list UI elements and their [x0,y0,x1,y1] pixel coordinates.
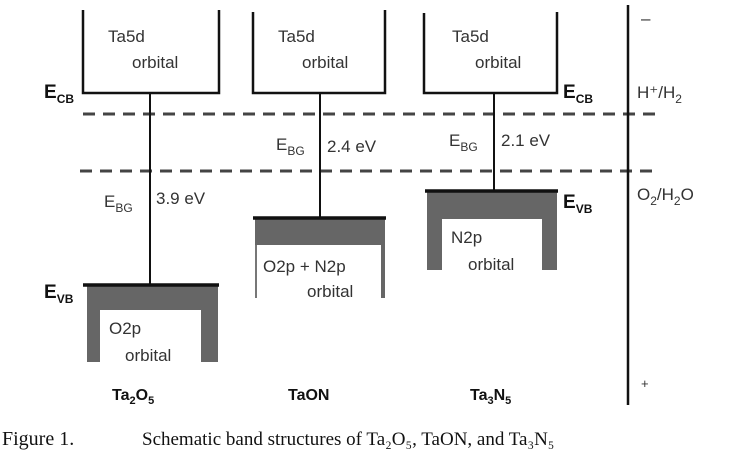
ta3n5-ebg-label: EBG [449,131,478,154]
o-redox-label: O2/H2O [637,185,694,208]
ta3n5-bandgap-value: 2.1 eV [501,131,551,150]
ecb-label: ECB [44,82,74,106]
ta2o5-evb-label: EVB [44,282,74,306]
ta3n5-name: Ta3N5 [470,387,511,407]
plus-sign: + [641,376,649,391]
ta2o5-name: Ta2O5 [112,387,154,407]
ta2o5-structure: Ta5d orbital EBG 3.9 eV O2p orbital ECB … [44,10,221,407]
ta2o5-cb-label-1: Ta5d [108,27,145,46]
ta2o5-vb-label-1: O2p [109,319,141,338]
ta3n5-ecb-label: ECB [563,82,593,106]
ta3n5-structure: Ta5d orbital ECB EBG 2.1 eV EVB N2p orbi… [422,12,593,407]
ta2o5-valence-band [87,285,218,362]
ta2o5-vb-label-2: orbital [125,346,171,365]
ta3n5-cb-label-1: Ta5d [452,27,489,46]
ta2o5-ebg-label: EBG [104,192,133,215]
ta3n5-valence-band [427,191,557,270]
ta3n5-cb-label-2: orbital [475,53,521,72]
taon-cb-label-2: orbital [302,53,348,72]
ta3n5-conduction-band [422,12,559,95]
taon-bandgap-value: 2.4 eV [327,137,377,156]
h-redox-label: H⁺/H2 [637,83,682,106]
ta3n5-evb-label: EVB [563,192,593,216]
ta2o5-conduction-band [81,10,221,95]
ta3n5-vb-label-1: N2p [451,228,482,247]
figure-caption: Schematic band structures of Ta₂O₅, TaON… [142,429,554,450]
ta3n5-vb-label-2: orbital [468,255,514,274]
taon-vb-label-2: orbital [307,282,353,301]
figure-number: Figure 1. [2,428,74,450]
minus-sign: – [641,9,651,28]
taon-cb-label-1: Ta5d [278,27,315,46]
ta2o5-bandgap-value: 3.9 eV [156,189,206,208]
taon-vb-label-1: O2p + N2p [263,257,346,276]
ta2o5-cb-label-2: orbital [132,53,178,72]
taon-name: TaON [288,387,329,404]
taon-structure: Ta5d orbital EBG 2.4 eV O2p + N2p orbita… [251,10,387,404]
taon-ebg-label: EBG [276,135,305,158]
taon-conduction-band [251,10,387,95]
taon-valence-band [255,218,385,245]
